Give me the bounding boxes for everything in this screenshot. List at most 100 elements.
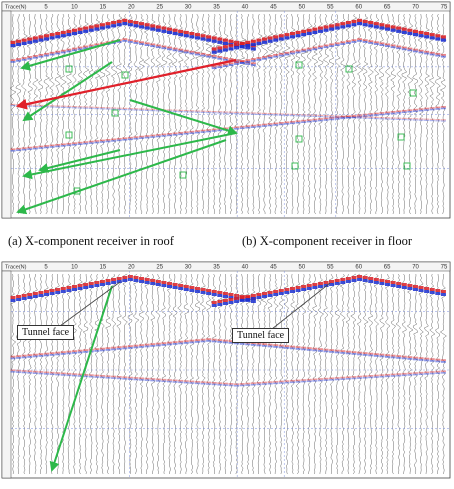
event-positive [396,118,402,120]
event-positive [401,111,407,114]
event-positive [384,27,391,31]
seismic-trace [38,273,45,475]
event-negative [60,287,66,290]
event-positive [267,39,273,43]
seismic-trace [250,273,256,475]
event-positive [306,349,312,351]
event-positive [127,23,133,27]
event-negative [111,346,117,349]
event-negative [49,105,55,107]
event-negative [122,18,128,22]
event-positive [295,115,301,117]
event-positive [234,63,240,65]
event-positive [116,139,122,142]
seismic-trace [9,13,17,215]
event-negative [384,354,391,356]
event-negative [217,339,223,341]
event-positive [340,25,346,29]
event-positive [262,295,268,298]
event-negative [295,286,301,289]
event-negative [21,354,27,357]
event-negative [284,121,290,124]
event-negative [317,378,323,380]
event-positive [217,112,223,114]
event-negative [357,38,363,40]
event-positive [245,298,251,301]
trace-axis-title: Trace(N) [5,265,27,271]
event-negative [334,116,340,119]
event-negative [21,294,27,297]
event-negative [88,374,94,376]
seismic-trace [60,273,67,474]
seismic-trace [189,14,195,215]
caption-a: (a) X-component receiver in roof [8,234,174,248]
event-negative [211,36,217,40]
event-negative [368,375,374,377]
event-negative [155,342,161,345]
event-positive [150,27,156,31]
event-positive [345,352,351,355]
event-negative [284,380,290,382]
seismic-trace [307,273,313,475]
seismic-trace [260,273,268,475]
event-positive [228,112,234,114]
event-positive [178,342,184,345]
event-negative [228,383,234,385]
event-positive [200,54,206,57]
event-positive [38,294,44,297]
event-negative [44,52,50,55]
event-positive [418,109,424,112]
event-positive [116,348,122,350]
event-negative [77,106,83,108]
event-negative [60,143,66,146]
event-positive [250,64,256,66]
event-negative [357,116,363,118]
event-positive [440,38,446,42]
event-positive [211,130,217,132]
event-positive [340,352,346,354]
event-positive [122,139,128,141]
event-positive [373,43,379,45]
event-positive [351,116,357,119]
event-negative [357,375,363,378]
seismic-trace [138,273,145,475]
seismic-trace [356,13,364,215]
event-positive [111,24,117,28]
event-marker [295,61,303,69]
event-positive [329,283,335,286]
event-negative [407,118,413,120]
event-positive [178,33,184,37]
event-positive [71,143,78,146]
event-negative [228,44,234,48]
event-negative [217,291,223,294]
event-positive [172,286,178,289]
event-negative [105,22,111,26]
event-negative [418,286,424,289]
seismic-trace [32,13,39,215]
event-negative [424,107,430,110]
seismic-trace [49,13,55,215]
event-negative [424,50,430,53]
event-positive [329,351,335,353]
event-negative [306,47,312,50]
event-negative [440,119,446,121]
event-negative [71,350,78,352]
event-positive [200,111,206,113]
event-negative [194,33,200,37]
event-positive [390,112,396,115]
event-positive [217,57,223,60]
event-positive [66,107,72,109]
event-positive [194,36,200,40]
event-negative [362,19,368,24]
event-negative [155,25,161,29]
event-positive [222,302,228,305]
event-negative [49,51,55,54]
event-positive [38,38,44,42]
event-positive [278,346,284,349]
event-positive [329,379,335,381]
seismic-trace [435,273,441,475]
event-negative [239,125,245,128]
event-positive [334,378,340,381]
event-positive [194,382,200,385]
event-negative [267,113,273,115]
